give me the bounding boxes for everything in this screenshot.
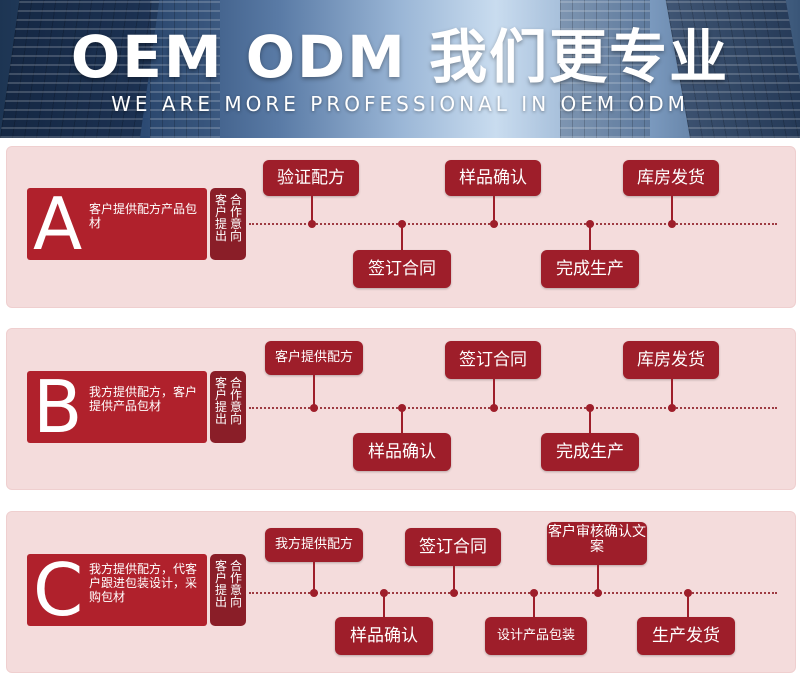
timeline-dot — [586, 220, 594, 228]
step-connector — [453, 566, 455, 591]
step-sign-contract: 签订合同 — [353, 250, 451, 288]
step-connector — [401, 410, 403, 433]
building-graphic — [560, 0, 650, 138]
step-sign-contract: 签订合同 — [405, 528, 501, 566]
step-sign-contract: 签订合同 — [445, 341, 541, 379]
timeline-dot — [310, 589, 318, 597]
step-connector — [589, 410, 591, 433]
step-connector — [311, 196, 313, 222]
header-banner: OEM ODM 我们更专业 WE ARE MORE PROFESSIONAL I… — [0, 0, 800, 138]
timeline-dot — [450, 589, 458, 597]
section-letter: A — [33, 182, 83, 266]
intent-text: 客户提出 — [215, 559, 228, 609]
timeline-dot — [380, 589, 388, 597]
section-letter: B — [33, 365, 83, 449]
step-connector — [493, 379, 495, 406]
step-connector — [383, 595, 385, 617]
section-description: 我方提供配方，代客户跟进包装设计，采购包材 — [89, 562, 198, 604]
timeline-dot — [398, 404, 406, 412]
timeline-dot — [490, 404, 498, 412]
step-sample-confirm: 样品确认 — [445, 160, 541, 196]
step-our-formula: 我方提供配方 — [265, 528, 363, 562]
step-design-packaging: 设计产品包装 — [485, 617, 587, 655]
section-c-label: C 我方提供配方，代客户跟进包装设计，采购包材 — [27, 550, 207, 630]
step-connector — [493, 196, 495, 222]
cooperation-intent-badge: 客户提出 合作意向 — [210, 554, 246, 626]
timeline-dot — [398, 220, 406, 228]
intent-text: 合作意向 — [230, 559, 243, 609]
step-connector — [313, 375, 315, 406]
section-a-panel: A 客户提供配方产品包材 客户提出 合作意向 验证配方 样品确认 库房发货 签订… — [6, 146, 796, 308]
step-verify-formula: 验证配方 — [263, 160, 359, 196]
timeline-dot — [684, 589, 692, 597]
timeline-dot — [668, 220, 676, 228]
intent-text: 合作意向 — [230, 376, 243, 426]
step-sample-confirm: 样品确认 — [335, 617, 433, 655]
section-a-label: A 客户提供配方产品包材 — [27, 184, 207, 264]
step-warehouse-ship: 库房发货 — [623, 341, 719, 379]
step-connector — [671, 379, 673, 406]
timeline-dot — [586, 404, 594, 412]
timeline-dot — [594, 589, 602, 597]
step-customer-review-copy: 客户审核确认文案 — [547, 522, 647, 565]
step-finish-production: 完成生产 — [541, 250, 639, 288]
step-warehouse-ship: 库房发货 — [623, 160, 719, 196]
step-connector — [597, 565, 599, 591]
cooperation-intent-badge: 客户提出 合作意向 — [210, 371, 246, 443]
step-connector — [687, 595, 689, 617]
banner-title: OEM ODM 我们更专业 — [70, 23, 730, 91]
step-sample-confirm: 样品确认 — [353, 433, 451, 471]
step-customer-formula: 客户提供配方 — [265, 341, 363, 375]
step-connector — [313, 562, 315, 591]
intent-text: 客户提出 — [215, 193, 228, 243]
timeline-dot — [310, 404, 318, 412]
timeline-dot — [668, 404, 676, 412]
timeline-dot — [530, 589, 538, 597]
step-connector — [671, 196, 673, 222]
section-description: 客户提供配方产品包材 — [89, 202, 198, 230]
cooperation-intent-badge: 客户提出 合作意向 — [210, 188, 246, 260]
step-finish-production: 完成生产 — [541, 433, 639, 471]
timeline-line — [249, 407, 777, 409]
intent-text: 合作意向 — [230, 193, 243, 243]
building-graphic — [150, 0, 220, 138]
section-letter: C — [33, 548, 84, 632]
step-connector — [533, 595, 535, 617]
timeline-line — [249, 223, 777, 225]
step-connector — [589, 226, 591, 250]
step-produce-ship: 生产发货 — [637, 617, 735, 655]
section-c-panel: C 我方提供配方，代客户跟进包装设计，采购包材 客户提出 合作意向 我方提供配方… — [6, 511, 796, 673]
timeline-line — [249, 592, 777, 594]
section-description: 我方提供配方，客户提供产品包材 — [89, 385, 198, 413]
banner-subtitle: WE ARE MORE PROFESSIONAL IN OEM ODM — [111, 92, 689, 116]
timeline-dot — [308, 220, 316, 228]
section-b-label: B 我方提供配方，客户提供产品包材 — [27, 367, 207, 447]
section-b-panel: B 我方提供配方，客户提供产品包材 客户提出 合作意向 客户提供配方 签订合同 … — [6, 328, 796, 490]
intent-text: 客户提出 — [215, 376, 228, 426]
step-connector — [401, 226, 403, 250]
timeline-dot — [490, 220, 498, 228]
